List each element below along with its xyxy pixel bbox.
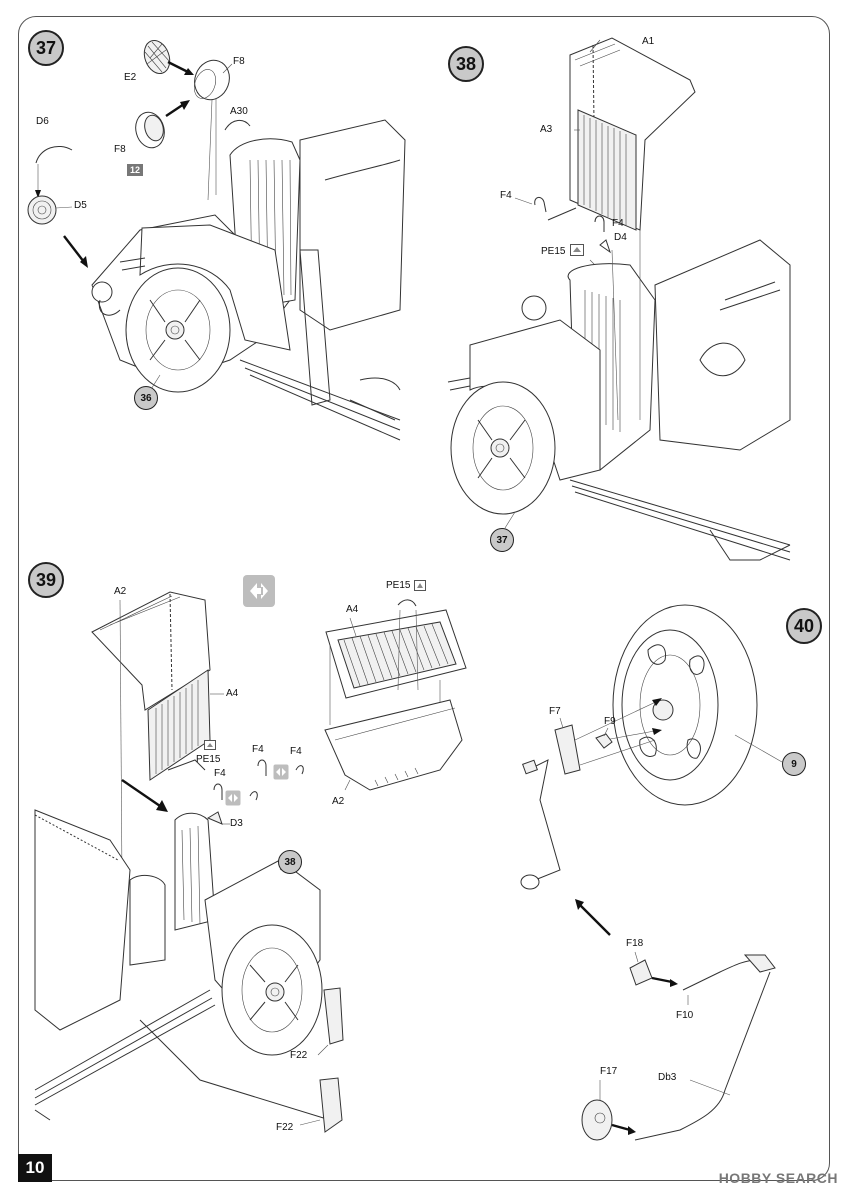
glue-icon bbox=[225, 790, 241, 806]
nut-f9 bbox=[595, 733, 613, 749]
label-f22-a: F22 bbox=[290, 1050, 308, 1061]
label-pe15-38: PE15 bbox=[541, 246, 566, 257]
step-39-subassembly bbox=[324, 599, 467, 791]
label-f10: F10 bbox=[676, 1010, 694, 1021]
label-f8-left: F8 bbox=[114, 144, 126, 155]
ref-badge-37: 37 bbox=[490, 528, 514, 552]
horn-f22-a bbox=[323, 987, 344, 1045]
step-38-drawing bbox=[447, 37, 791, 561]
horn-d5 bbox=[27, 195, 57, 225]
step-40-drawing bbox=[520, 604, 783, 1141]
label-pe15-sub: PE15 bbox=[386, 580, 411, 591]
label-db3: Db3 bbox=[658, 1072, 677, 1083]
ref-badge-36: 36 bbox=[134, 386, 158, 410]
label-f22-b: F22 bbox=[276, 1122, 294, 1133]
photo-etch-icon bbox=[414, 580, 426, 591]
hood-panel-a2 bbox=[324, 699, 463, 791]
paint-chip-12: 12 bbox=[127, 164, 143, 176]
label-f8-top: F8 bbox=[233, 56, 245, 67]
hood-a2 bbox=[91, 591, 211, 711]
label-f18: F18 bbox=[626, 938, 644, 949]
photo-etch-icon bbox=[570, 244, 584, 256]
label-f7: F7 bbox=[549, 706, 561, 717]
step-37-number: 37 bbox=[35, 37, 57, 58]
step-37-drawing bbox=[27, 40, 406, 441]
watermark: HOBBY SEARCH bbox=[718, 1170, 838, 1186]
label-pe15-39: PE15 bbox=[196, 754, 221, 765]
step-40-badge: 40 bbox=[786, 608, 822, 644]
ref-38-text: 38 bbox=[284, 856, 296, 868]
label-d4: D4 bbox=[614, 232, 627, 243]
bracket-f7 bbox=[554, 724, 581, 775]
step-39-badge: 39 bbox=[28, 562, 64, 598]
headlight-f8-top bbox=[194, 59, 230, 101]
page-number: 10 bbox=[18, 1154, 52, 1182]
ref-36-text: 36 bbox=[140, 392, 152, 404]
label-a1: A1 bbox=[642, 36, 655, 47]
label-f9: F9 bbox=[604, 716, 616, 727]
step-39-number: 39 bbox=[35, 569, 57, 590]
step-38-badge: 38 bbox=[448, 46, 484, 82]
cap-f18 bbox=[629, 959, 653, 986]
step-37-badge: 37 bbox=[28, 30, 64, 66]
grille-panel-a4 bbox=[337, 621, 457, 689]
ref-37-text: 37 bbox=[496, 534, 508, 546]
photo-etch-icon bbox=[204, 740, 216, 750]
label-a2: A2 bbox=[114, 586, 127, 597]
label-d6: D6 bbox=[36, 116, 49, 127]
label-a4: A4 bbox=[226, 688, 239, 699]
label-f4-b: F4 bbox=[612, 218, 624, 229]
ref-9-text: 9 bbox=[791, 758, 797, 770]
label-d3: D3 bbox=[230, 818, 243, 829]
label-f4-a: F4 bbox=[500, 190, 512, 201]
label-f17: F17 bbox=[600, 1066, 618, 1077]
ref-badge-38: 38 bbox=[278, 850, 302, 874]
label-a3: A3 bbox=[540, 124, 553, 135]
label-f4-39b: F4 bbox=[290, 746, 302, 757]
label-d5: D5 bbox=[74, 200, 87, 211]
step-38-number: 38 bbox=[455, 53, 477, 74]
base-f17 bbox=[581, 1099, 613, 1141]
horn-f22-b bbox=[319, 1077, 343, 1133]
glue-icon bbox=[273, 764, 289, 780]
alternate-parts-icon bbox=[243, 575, 275, 607]
label-a2-sub: A2 bbox=[332, 796, 345, 807]
label-f4-39c: F4 bbox=[214, 768, 226, 779]
label-a30: A30 bbox=[230, 106, 248, 117]
page-frame bbox=[18, 16, 830, 1181]
step-39-drawing bbox=[34, 591, 344, 1133]
label-f4-39a: F4 bbox=[252, 744, 264, 755]
label-a4-sub: A4 bbox=[346, 604, 359, 615]
ref-badge-9: 9 bbox=[782, 752, 806, 776]
label-e2: E2 bbox=[124, 72, 137, 83]
hood-side-a3 bbox=[577, 109, 637, 231]
step-40-number: 40 bbox=[793, 615, 815, 636]
